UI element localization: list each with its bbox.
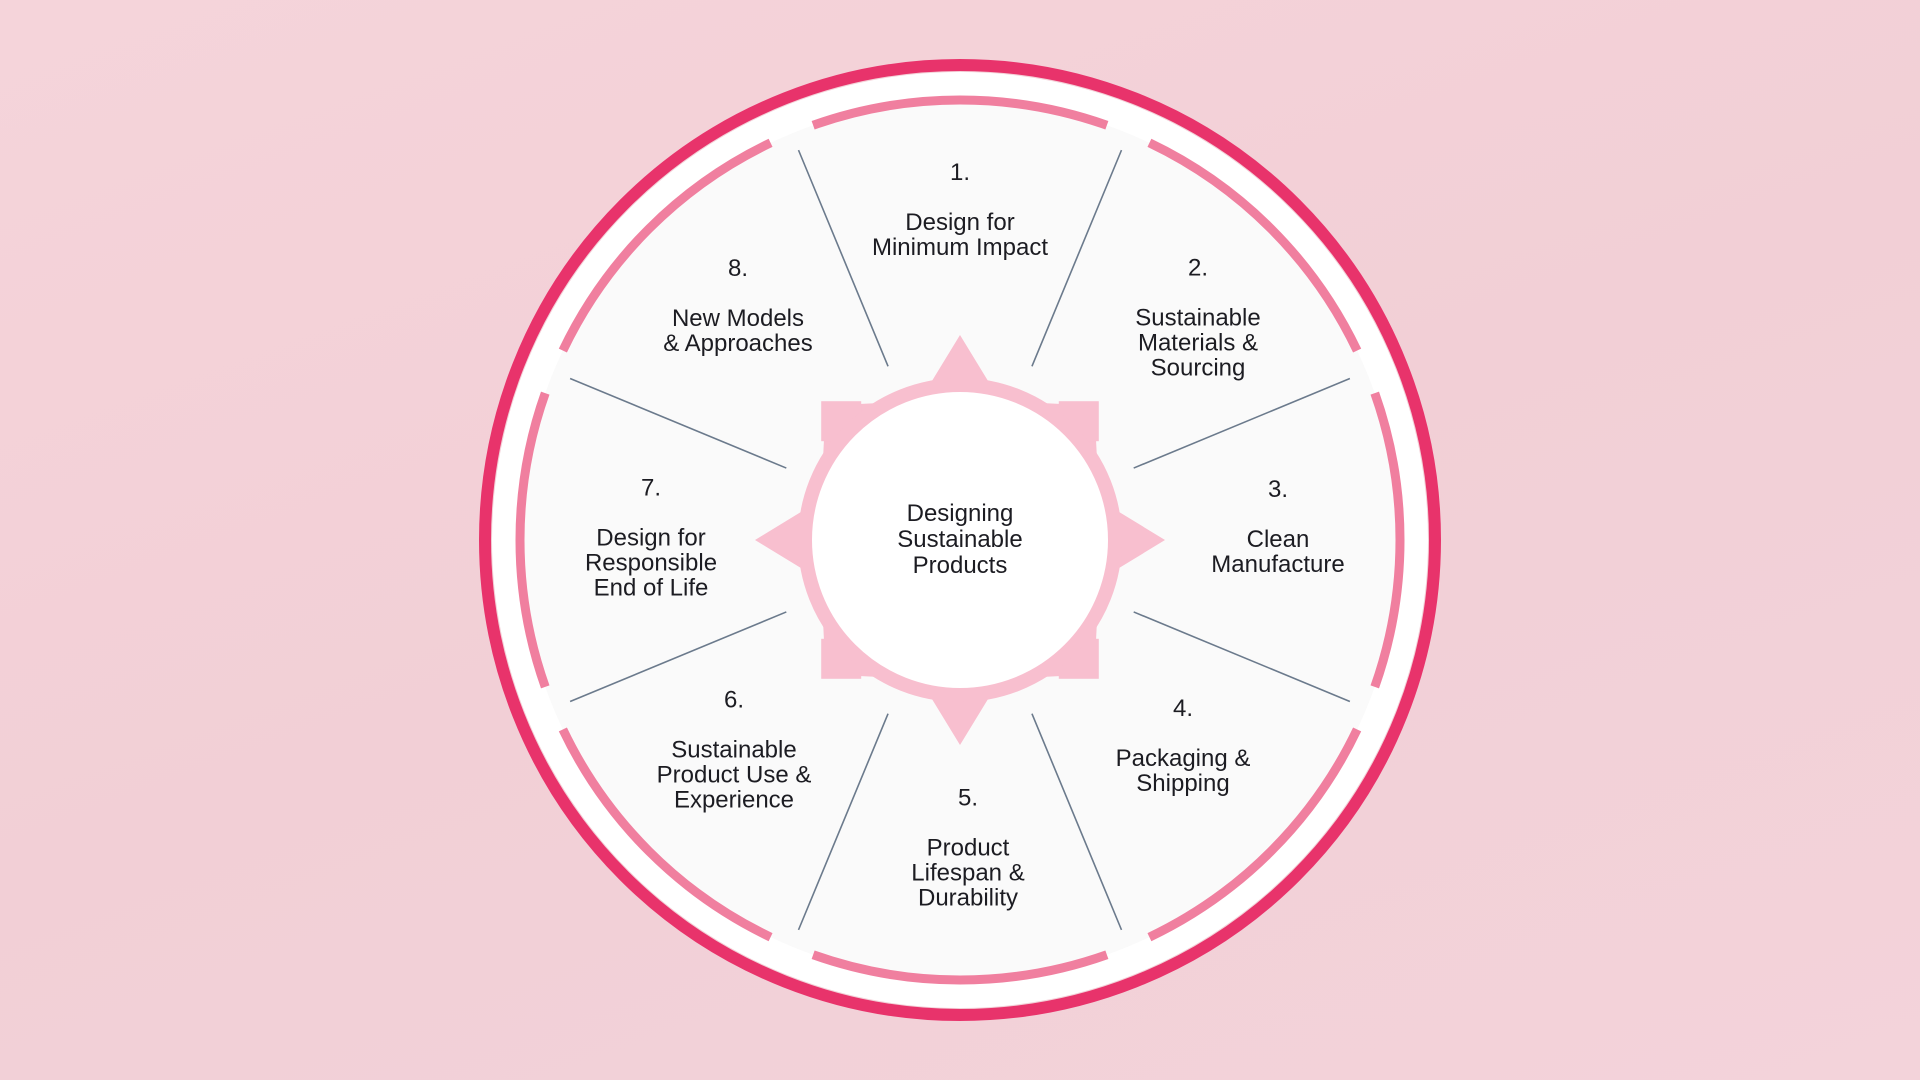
segment-number: 5. [957,784,978,812]
segment-label-5: 5. Product Lifespan & Durability [848,761,1088,936]
segment-arc-6 [558,727,773,942]
segment-dividers [569,149,1351,931]
segment-label-6: 6. Sustainable Product Use & Experience [614,663,854,838]
segment-number: 6. [723,686,744,714]
divider-line-5 [797,713,889,931]
segment-arc-3 [1370,391,1405,689]
divider-line-1 [1031,149,1123,367]
segment-label-8: 8. New Models & Approaches [618,231,858,381]
segment-arc-7 [515,391,550,689]
divider-line-8 [797,149,889,367]
divider-line-7 [569,377,787,469]
center-ring [798,378,1122,702]
segment-label-4: 4. Packaging & Shipping [1063,671,1303,821]
segment-number: 3. [1267,476,1288,503]
segment-arc-5 [811,950,1109,985]
outer-ring [479,59,1441,1021]
segment-title: Design for Minimum Impact [871,209,1049,261]
segment-number: 7. [640,474,661,502]
segment-label-1: 1. Design for Minimum Impact [840,135,1080,285]
segment-number: 2. [1187,254,1208,282]
segment-label-3: 3. Clean Manufacture [1158,452,1398,602]
divider-line-4 [1031,713,1123,931]
divider-line-2 [1133,377,1351,469]
segment-arc-2 [1147,138,1362,353]
segment-title: Product Lifespan & Durability [911,834,1025,912]
segment-title: Sustainable Materials & Sourcing [1135,304,1261,382]
segment-label-7: 7. Design for Responsible End of Life [531,451,771,626]
segment-arc-1 [811,95,1109,130]
segment-arc-8 [558,138,773,353]
segment-arcs [515,95,1405,985]
segment-number: 1. [949,159,970,186]
divider-line-3 [1133,611,1351,703]
segment-arc-4 [1147,727,1362,942]
center-title: Designing Sustainable Products [897,500,1023,579]
segment-title: Sustainable Product Use & Experience [656,736,812,814]
segment-number: 8. [727,255,748,282]
segment-title: New Models & Approaches [663,305,813,357]
segment-number: 4. [1172,695,1193,722]
segment-title: Design for Responsible End of Life [584,524,718,602]
divider-line-6 [569,611,787,703]
segment-title: Packaging & Shipping [1115,745,1251,797]
segment-title: Clean Manufacture [1211,526,1345,578]
segment-label-2: 2. Sustainable Materials & Sourcing [1078,231,1318,406]
